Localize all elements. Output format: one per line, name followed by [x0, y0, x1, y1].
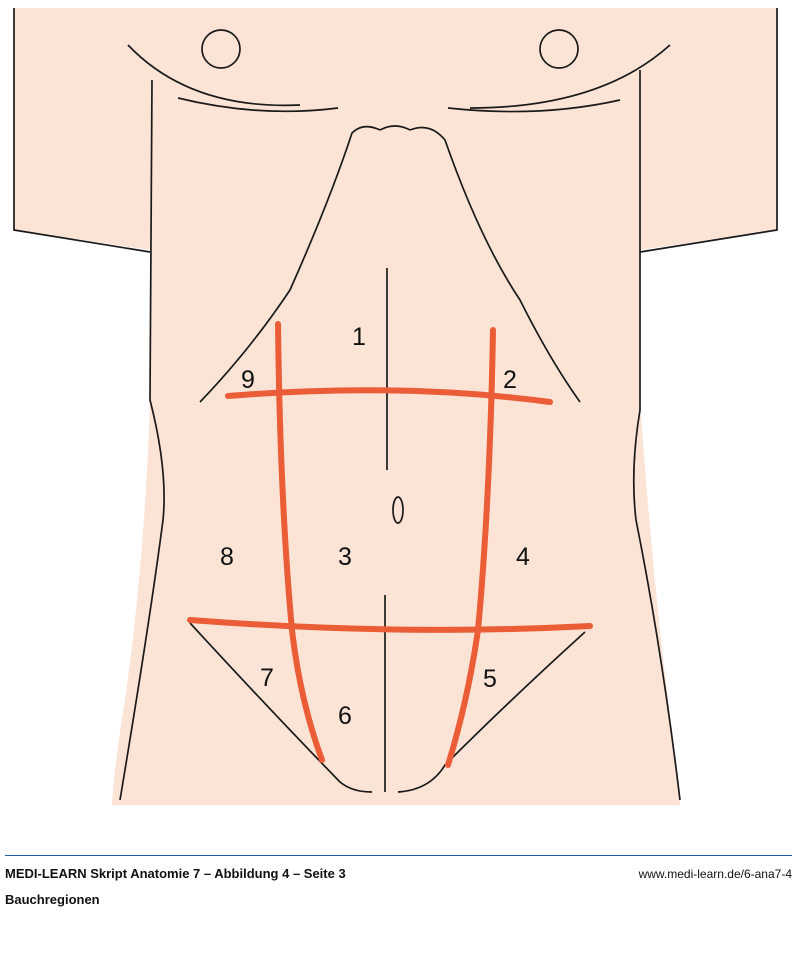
right-shoulder-outline [639, 8, 778, 253]
region-labels: 1 2 3 4 5 6 7 8 9 [220, 323, 530, 730]
left-flank-outline [119, 79, 165, 801]
left-costal-arch [199, 125, 381, 403]
intertubercular-plane-line [187, 617, 593, 633]
right-inguinal-line [397, 631, 586, 793]
navel [392, 496, 404, 524]
region-division-lines [187, 321, 593, 768]
sternum-notch [379, 125, 411, 131]
right-midclavicular-line [445, 327, 496, 768]
region-label-3: 3 [338, 543, 352, 571]
region-label-2: 2 [503, 366, 517, 394]
region-label-1: 1 [352, 323, 366, 351]
right-chest-line [447, 99, 621, 113]
footer-title: MEDI-LEARN Skript Anatomie 7 – Abbildung… [5, 866, 346, 881]
region-label-6: 6 [338, 702, 352, 730]
right-nipple [539, 29, 579, 69]
region-label-8: 8 [220, 543, 234, 571]
subcostal-plane-line [225, 387, 553, 405]
right-costal-arch [409, 126, 581, 403]
region-label-5: 5 [483, 665, 497, 693]
left-nipple [201, 29, 241, 69]
left-chest-line [177, 97, 339, 113]
region-label-7: 7 [260, 664, 274, 692]
collarbone-line [127, 44, 671, 109]
figure-caption: Bauchregionen [5, 892, 100, 907]
abdominal-regions-diagram: 1 2 3 4 5 6 7 8 9 [13, 8, 778, 805]
left-shoulder-outline [13, 8, 151, 253]
right-flank-outline [632, 70, 681, 801]
torso-silhouette [14, 8, 777, 805]
left-midclavicular-line [275, 321, 325, 763]
footer-url: www.medi-learn.de/6-ana7-4 [638, 867, 792, 881]
region-label-9: 9 [241, 366, 255, 394]
region-label-4: 4 [516, 543, 530, 571]
footer-rule [5, 855, 792, 856]
left-inguinal-line [189, 622, 373, 793]
